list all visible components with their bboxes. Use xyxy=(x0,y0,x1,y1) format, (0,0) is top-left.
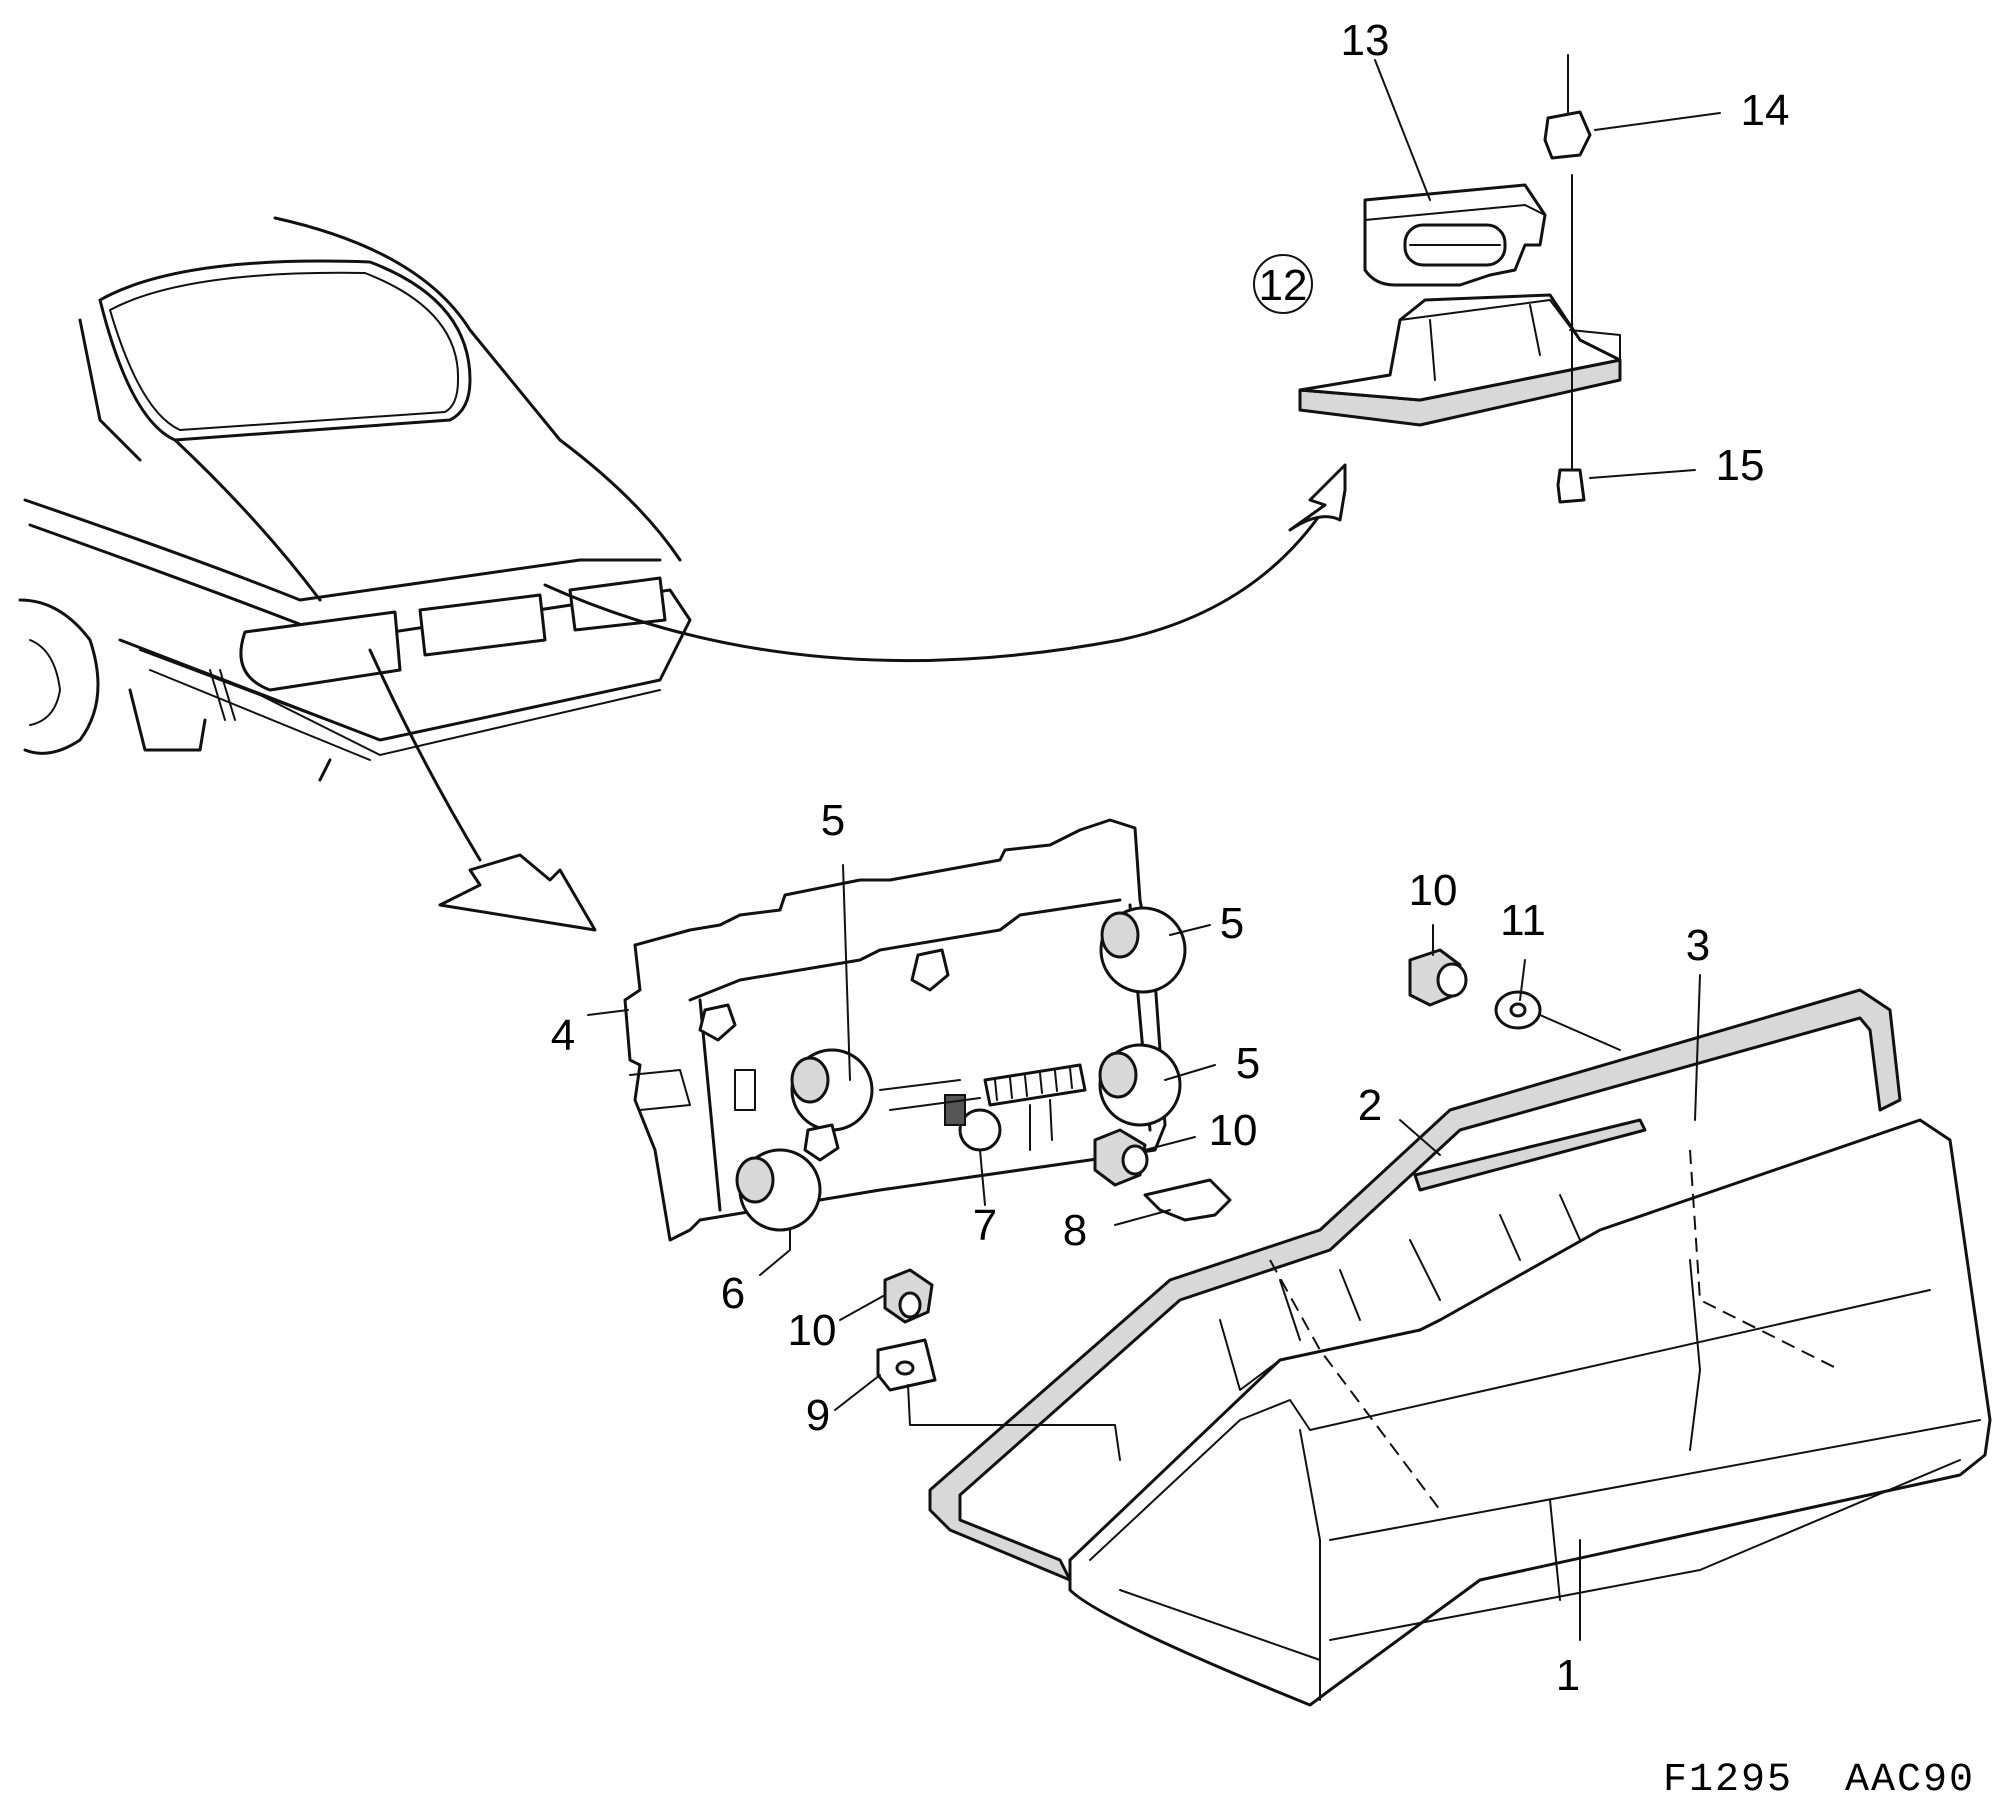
callout-5-top: 5 xyxy=(821,796,845,845)
arrow-to-number-plate-lamp xyxy=(543,463,1347,663)
car-rear-illustration xyxy=(18,216,692,782)
callouts: 1 2 3 4 5 5 5 6 7 8 9 10 10 10 11 12 13 … xyxy=(551,16,1790,1700)
tail-lamp-unit xyxy=(928,988,1992,1707)
callout-10-lower: 10 xyxy=(788,1306,837,1355)
callout-2: 2 xyxy=(1358,1081,1382,1130)
bulb-holder-plate xyxy=(623,818,1187,1242)
callout-9: 9 xyxy=(806,1391,830,1440)
bulb-icon xyxy=(1098,1051,1138,1099)
callout-6: 6 xyxy=(721,1269,745,1318)
callout-5-right-upper: 5 xyxy=(1220,899,1244,948)
figure-reference: F1295 AAC90 xyxy=(1663,1758,1975,1803)
bulb-icon xyxy=(735,1156,775,1204)
callout-13: 13 xyxy=(1341,16,1390,65)
leader-lines xyxy=(587,59,1721,1641)
callout-10-upper: 10 xyxy=(1409,866,1458,915)
bulb-icon xyxy=(790,1056,830,1104)
callout-10-middle: 10 xyxy=(1209,1106,1258,1155)
callout-1: 1 xyxy=(1556,1651,1580,1700)
callout-3: 3 xyxy=(1686,921,1710,970)
screw-icon xyxy=(1556,468,1586,504)
callout-7: 7 xyxy=(973,1201,997,1250)
callout-14: 14 xyxy=(1741,86,1790,135)
callout-4: 4 xyxy=(551,1011,575,1060)
bulb-icon xyxy=(1100,911,1140,959)
small-hardware xyxy=(876,948,1621,1461)
callout-12: 12 xyxy=(1259,261,1308,310)
callout-15: 15 xyxy=(1716,441,1765,490)
clip-nut-icon xyxy=(1543,110,1592,160)
callout-5-right-lower: 5 xyxy=(1236,1039,1260,1088)
callout-8: 8 xyxy=(1063,1206,1087,1255)
arrow-to-tail-lamp xyxy=(368,648,597,932)
number-plate-lamp xyxy=(1298,54,1622,504)
callout-11: 11 xyxy=(1500,896,1546,945)
connector-icon xyxy=(983,1063,1087,1107)
